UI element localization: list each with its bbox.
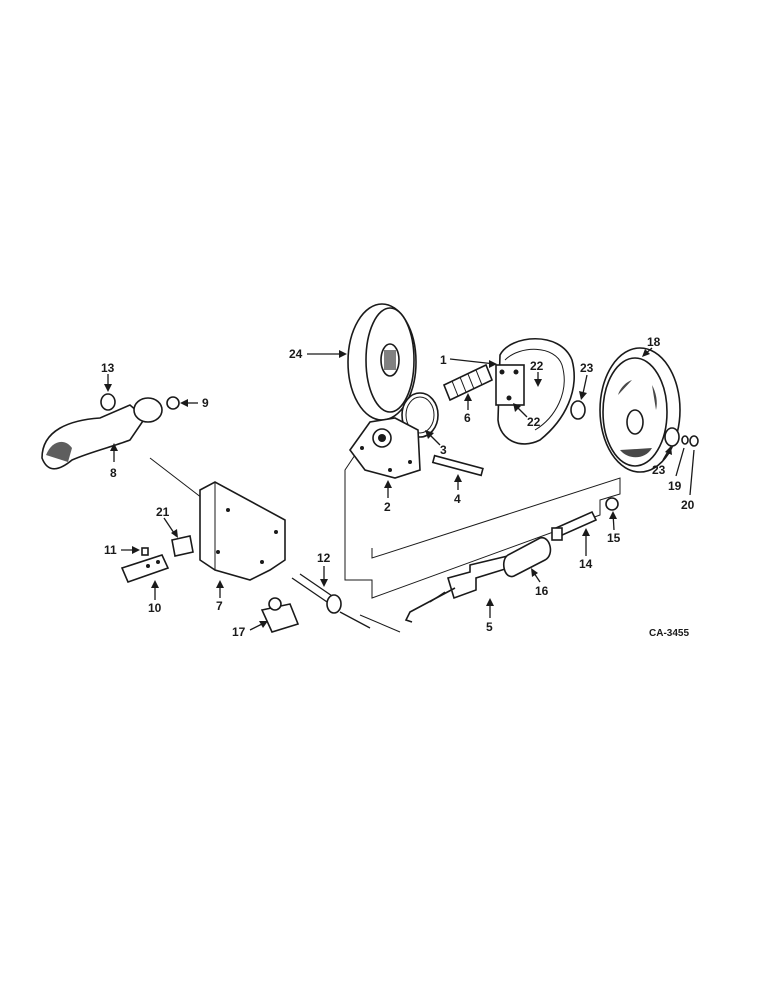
callout-16: 16: [535, 584, 549, 598]
snap-ring-part: [664, 427, 680, 447]
callout-11: 11: [104, 543, 117, 557]
cable-part: [291, 573, 371, 629]
callout-3: 3: [440, 443, 447, 457]
callout-17: 17: [232, 625, 246, 639]
callout-13: 13: [101, 361, 115, 375]
brake-lever-part: [41, 397, 163, 470]
drawing-code: CA-3455: [649, 628, 689, 639]
washer-part: [681, 435, 689, 445]
callout-23-upper: 23: [580, 361, 594, 375]
switch-part: [260, 597, 300, 633]
callout-14: 14: [579, 557, 593, 571]
spring-part: [442, 363, 494, 402]
callout-19: 19: [668, 479, 682, 493]
callout-24: 24: [289, 347, 303, 361]
callout-20: 20: [681, 498, 695, 512]
knob-part: [100, 393, 116, 411]
snap-ring-part: [570, 400, 586, 420]
cylinder-part: [502, 537, 552, 578]
nut-part: [689, 435, 699, 447]
pin-part: [431, 454, 484, 477]
rod-part: [551, 510, 598, 541]
callout-labels: 1 2 3 4 5 6 7 8 9 10 11 12 13 14 15 16 1…: [101, 335, 695, 639]
callout-21: 21: [156, 505, 170, 519]
callout-6: 6: [464, 411, 471, 425]
assembly-outline: [344, 470, 621, 599]
callout-10: 10: [148, 601, 162, 615]
callout-22-lower: 22: [527, 415, 541, 429]
leader-lines: [104, 347, 695, 631]
callout-23-lower: 23: [652, 463, 666, 477]
housing-part: [349, 417, 421, 479]
brake-drum-part: [347, 303, 417, 421]
support-bracket-part: [404, 554, 520, 623]
brake-drum-right-part: [599, 347, 681, 473]
callout-1: 1: [440, 353, 447, 367]
callout-8: 8: [110, 466, 117, 480]
assembly-outline: [359, 614, 401, 633]
ring-part: [166, 396, 180, 410]
o-ring-part: [405, 396, 435, 434]
brake-band-part: [495, 338, 575, 445]
assembly-outline: [344, 454, 356, 580]
latch-part: [120, 535, 194, 584]
callout-7: 7: [216, 599, 223, 613]
callout-4: 4: [454, 492, 461, 506]
mounting-bracket-part: [199, 481, 286, 581]
washer-part: [605, 497, 619, 511]
callout-18: 18: [647, 335, 661, 349]
callout-12: 12: [317, 551, 331, 565]
callout-9: 9: [202, 396, 209, 410]
callout-2: 2: [384, 500, 391, 514]
callout-15: 15: [607, 531, 621, 545]
callout-5: 5: [486, 620, 493, 634]
callout-22-upper: 22: [530, 359, 544, 373]
